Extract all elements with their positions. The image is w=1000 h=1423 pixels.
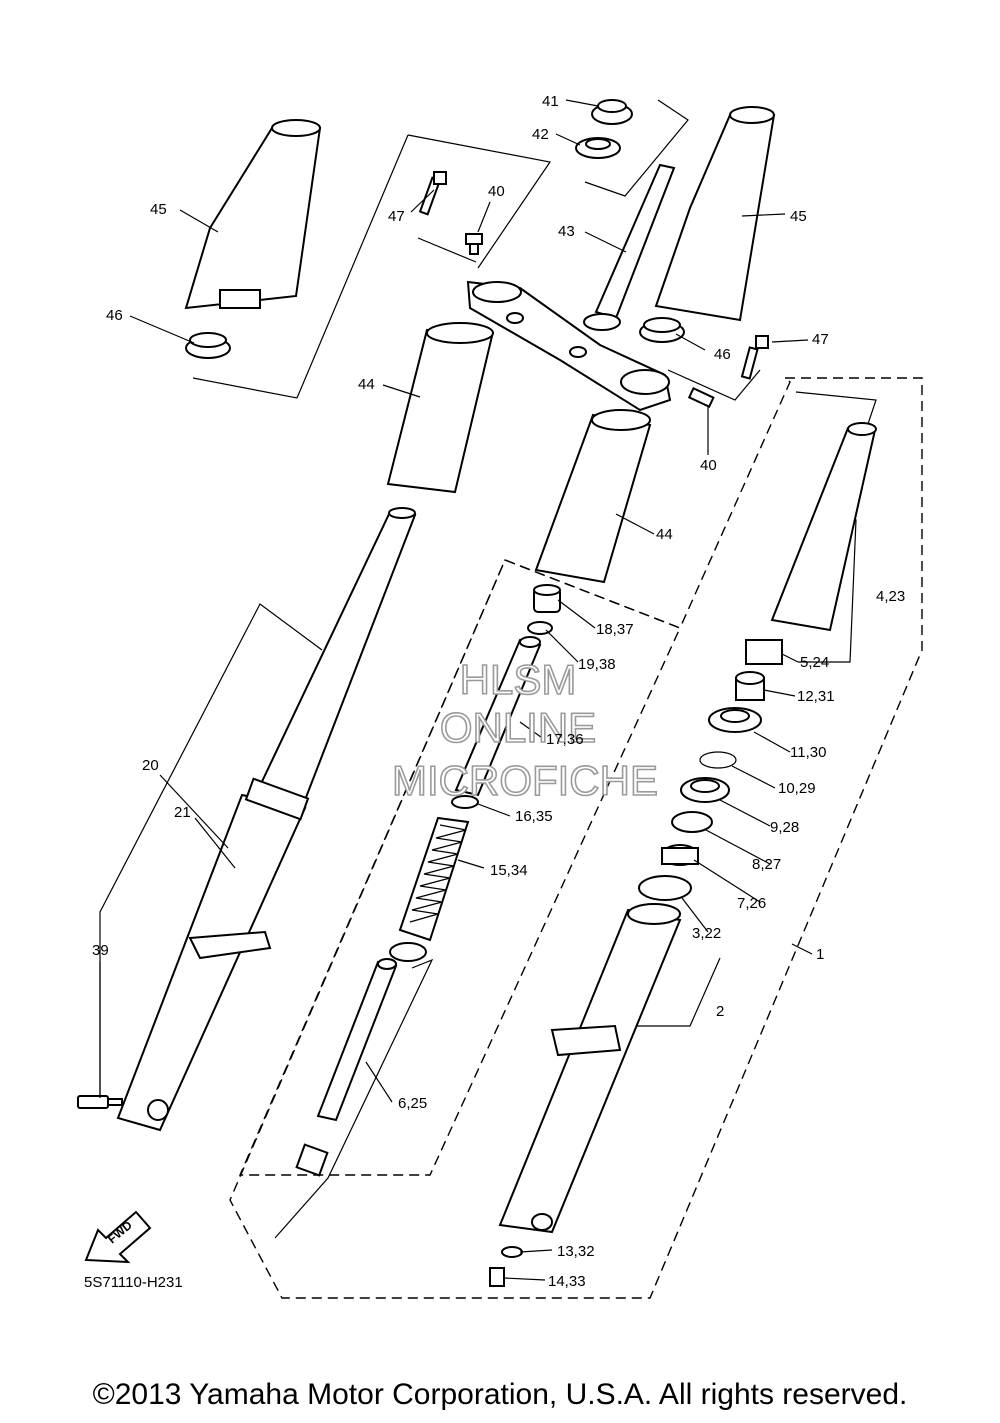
- bolt-14: [489, 1267, 505, 1287]
- callout-41: 41: [542, 93, 559, 110]
- diagram-code: 5S71110-H231: [84, 1274, 183, 1291]
- callout-40-right: 40: [700, 457, 717, 474]
- watermark-line2: ONLINE: [440, 704, 596, 751]
- ring-nut-41: [591, 99, 633, 125]
- callout-8-27: 8,27: [752, 856, 781, 873]
- bolt-47-right: [740, 335, 769, 380]
- cap-bolt-18: [533, 584, 561, 613]
- bracket-41-42: [584, 99, 689, 197]
- leader-lines: [99, 99, 813, 1281]
- circlip: [389, 942, 427, 962]
- callout-20: 20: [142, 757, 159, 774]
- assembly-1-dashed-outline: [229, 377, 923, 1299]
- copyright-notice: ©2013 Yamaha Motor Corporation, U.S.A. A…: [92, 1378, 908, 1411]
- callout-5-24: 5,24: [800, 654, 829, 671]
- callout-46-right: 46: [714, 346, 731, 363]
- clip-10: [699, 751, 737, 769]
- callout-39: 39: [92, 942, 109, 959]
- watermark-line1: HLSM: [460, 656, 577, 703]
- callout-43: 43: [558, 223, 575, 240]
- callout-2: 2: [716, 1003, 724, 1020]
- callout-9-28: 9,28: [770, 819, 799, 836]
- bracket-20: [99, 603, 323, 1098]
- lower-bracket: [466, 280, 672, 412]
- spring-15: [398, 816, 470, 942]
- callout-4-23: 4,23: [876, 588, 905, 605]
- callout-10-29: 10,29: [778, 780, 816, 797]
- callout-1: 1: [816, 946, 824, 963]
- fork-cover-44-upper: [386, 322, 494, 494]
- bracket-45-46-47: [407, 134, 552, 269]
- callout-42: 42: [532, 126, 549, 143]
- callout-47-right: 47: [812, 331, 829, 348]
- fwd-arrow-icon: FWD: [84, 1210, 152, 1264]
- callout-6-25: 6,25: [398, 1095, 427, 1112]
- seal-46-left: [185, 332, 231, 359]
- watermark-line3: MICROFICHE: [392, 757, 658, 804]
- callout-12-31: 12,31: [797, 688, 835, 705]
- o-ring-19: [527, 621, 553, 635]
- bushing-5: [745, 639, 783, 665]
- inner-assembly-dashed-outline: [238, 559, 681, 1176]
- seal-3: [638, 875, 692, 901]
- washer-13: [501, 1246, 523, 1258]
- callout-45-left: 45: [150, 201, 167, 218]
- callout-44-lower: 44: [656, 526, 673, 543]
- steering-stem-43: [583, 163, 676, 331]
- washer-42: [575, 137, 621, 159]
- bracket-46-47-right: [667, 369, 761, 401]
- outer-tube-2: [498, 903, 682, 1234]
- callout-45-right: 45: [790, 208, 807, 225]
- washer-8: [671, 811, 713, 833]
- callout-46-left: 46: [106, 307, 123, 324]
- callout-13-32: 13,32: [557, 1243, 595, 1260]
- callout-17-36: 17,36: [546, 731, 584, 748]
- callout-40-top: 40: [488, 183, 505, 200]
- inner-tube-17: [454, 636, 542, 797]
- exploded-fork-diagram: HLSM ONLINE MICROFICHE 41 42 40 47 43 45…: [77, 93, 923, 1299]
- washer-16: [451, 795, 479, 809]
- bracket-6-25: [274, 958, 434, 1239]
- fork-right-tube-4: [770, 422, 877, 632]
- bushing-7: [661, 844, 699, 866]
- callout-15-34: 15,34: [490, 862, 528, 879]
- callout-47-top: 47: [388, 208, 405, 225]
- seal-46-right: [639, 317, 685, 343]
- fork-cover-44-lower: [534, 409, 652, 584]
- callout-11-30: 11,30: [790, 744, 826, 761]
- seal-11: [708, 707, 762, 733]
- bolt-40-top: [465, 233, 483, 255]
- damper-rod-6: [295, 958, 398, 1177]
- fork-cover-45-right: [654, 106, 776, 322]
- callout-19-38: 19,38: [578, 656, 616, 673]
- callout-44-upper: 44: [358, 376, 375, 393]
- bolt-39: [77, 1095, 123, 1109]
- bracket-45-46: [192, 134, 409, 399]
- callout-21: 21: [174, 804, 191, 821]
- bracket-40: [417, 237, 477, 263]
- fork-outer-tube-20-21: [116, 507, 417, 1132]
- fork-cover-45-left: [184, 119, 322, 310]
- bushing-12: [735, 671, 765, 701]
- bolt-47-top: [418, 171, 447, 216]
- callout-16-35: 16,35: [515, 808, 553, 825]
- callout-7-26: 7,26: [737, 895, 766, 912]
- callout-3-22: 3,22: [692, 925, 721, 942]
- seal-9: [680, 777, 730, 803]
- callout-18-37: 18,37: [596, 621, 634, 638]
- callout-14-33: 14,33: [548, 1273, 586, 1290]
- bolt-40-right: [687, 387, 715, 409]
